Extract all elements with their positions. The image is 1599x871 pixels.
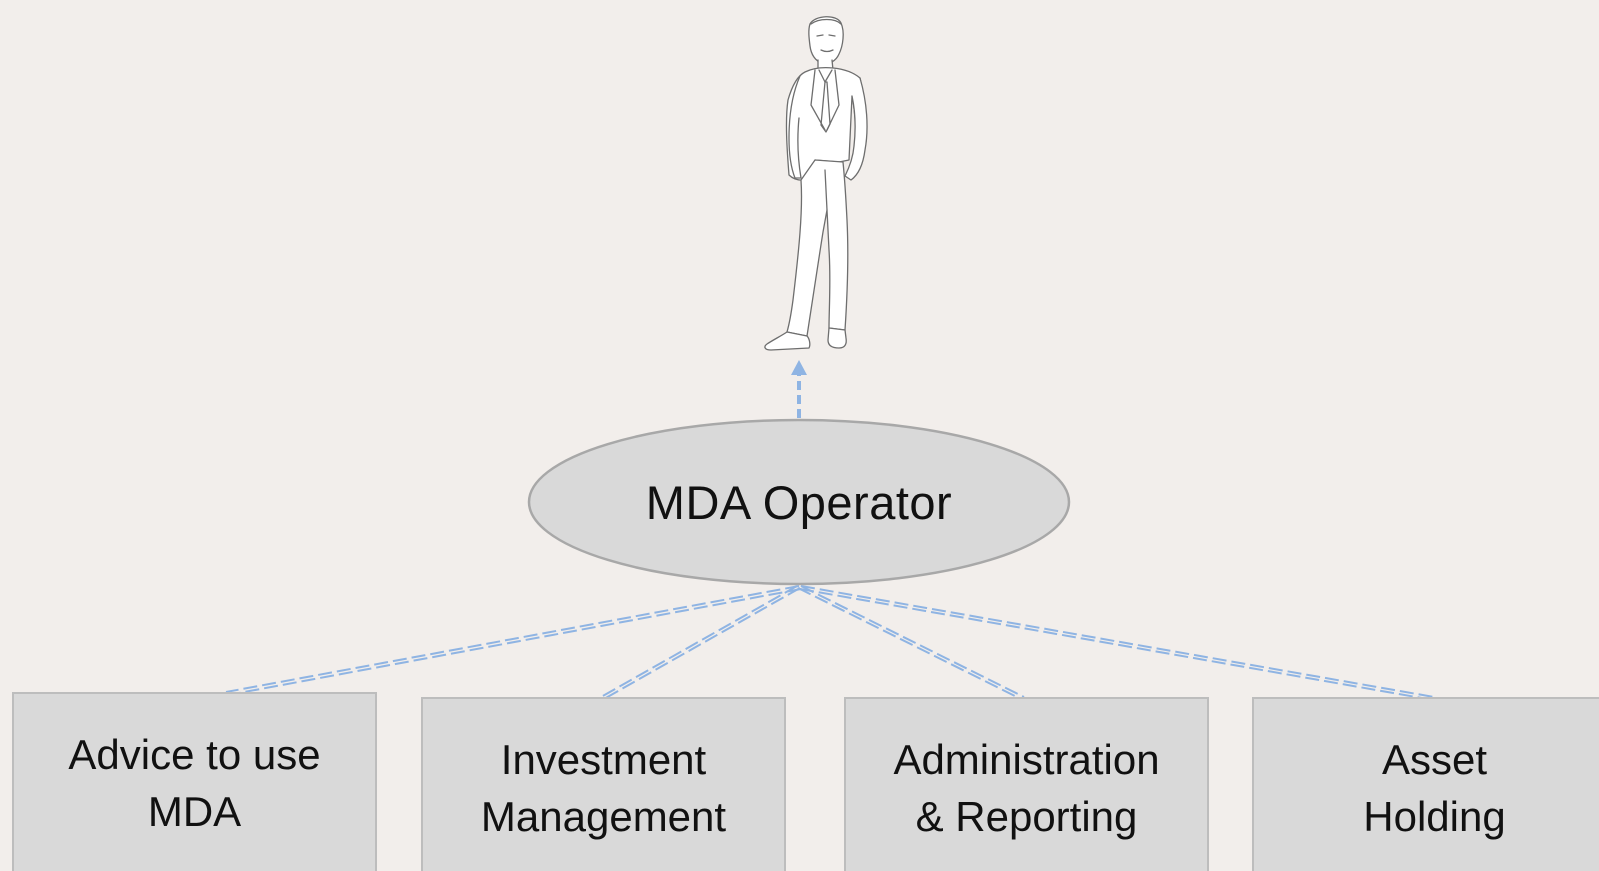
arrowhead-icon <box>791 360 807 375</box>
service-box-advice: Advice to use MDA <box>12 692 377 871</box>
connector-advice <box>225 585 802 696</box>
connector-investment <box>600 585 801 700</box>
service-label-advice: Advice to use MDA <box>68 731 321 835</box>
businessman-figure-icon <box>764 16 868 351</box>
operator-ellipse <box>527 418 1071 586</box>
connector-administration <box>797 585 1025 700</box>
operator-label: MDA Operator <box>645 475 953 529</box>
service-box-asset-holding: Asset Holding <box>1252 697 1599 871</box>
service-label-administration-reporting: Administration & Reporting <box>893 736 1160 840</box>
operator-to-actor-arrow <box>791 360 807 418</box>
mda-operator-node: MDA Operator <box>527 418 1071 586</box>
service-label-asset-holding: Asset Holding <box>1363 736 1506 840</box>
service-box-administration-reporting: Administration & Reporting <box>844 697 1209 871</box>
service-label-investment-management: Investment Management <box>480 736 727 840</box>
service-box-investment-management: Investment Management <box>421 697 786 871</box>
connector-asset-holding <box>799 585 1435 701</box>
